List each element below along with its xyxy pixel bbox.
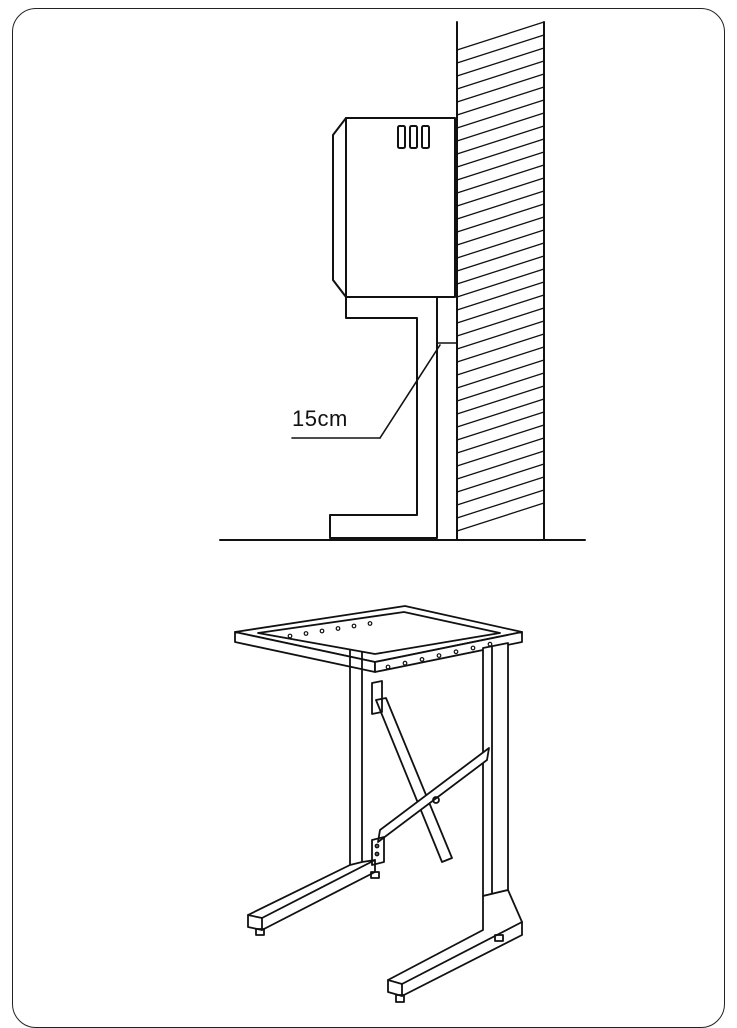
clearance-leader-line — [291, 342, 458, 439]
wall-hatch-line — [456, 476, 545, 506]
frame-hole — [402, 660, 408, 666]
frame-hole — [470, 645, 476, 651]
frame-hole — [319, 628, 325, 634]
wall-hatch-line — [456, 138, 545, 168]
wall-hatch-line — [456, 151, 545, 181]
frame-hole — [419, 657, 425, 662]
wall-hatch-line — [456, 333, 545, 363]
wall-hatch-line — [456, 398, 545, 428]
frame-hole — [436, 653, 442, 658]
wall-hatch-line — [456, 411, 545, 441]
wall-hatch-line — [456, 424, 545, 454]
wall-hatch-line — [456, 307, 545, 337]
wall-hatch-line — [456, 385, 545, 415]
wall-hatch-line — [456, 320, 545, 350]
frame-hole — [351, 623, 357, 629]
frame-hole — [367, 621, 373, 626]
frame-hole — [385, 664, 391, 670]
wall-hatch-line — [456, 112, 545, 142]
wall-hatch-line — [456, 502, 545, 532]
wall-hatch-line — [456, 99, 545, 129]
wall-hatch-line — [456, 359, 545, 389]
wall-hatch-line — [456, 190, 545, 220]
wall-hatch-line — [456, 73, 545, 103]
wall-hatch-line — [456, 47, 545, 77]
wall-hatch-line — [456, 242, 545, 272]
frame-hole — [287, 633, 293, 639]
wall-hatch-line — [456, 177, 545, 207]
wall-hatch-line — [456, 125, 545, 155]
wall-hatch-line — [456, 372, 545, 402]
frame-hole — [303, 631, 309, 636]
wall-hatch-line — [456, 203, 545, 233]
wall-hatch-line — [456, 34, 545, 64]
wall-hatch-line — [456, 294, 545, 324]
clearance-dimension-label: 15cm — [292, 406, 348, 431]
wall-hatch-line — [456, 489, 545, 519]
frame-hole — [335, 626, 341, 631]
frame-hole — [453, 649, 459, 655]
wall-hatch-line — [456, 450, 545, 480]
stand-side-view — [329, 296, 438, 539]
wall-hatch-line — [456, 255, 545, 285]
wall-hatch-line — [456, 164, 545, 194]
wall-hatch-line — [456, 86, 545, 116]
wall-hatch-line — [456, 21, 545, 51]
stand-frame-perspective — [234, 605, 523, 1003]
wall-hatch-line — [456, 463, 545, 493]
wall-hatch-line — [456, 268, 545, 298]
wall-hatch-line — [456, 229, 545, 259]
dryer-unit — [332, 117, 456, 298]
wall-hatch-line — [456, 346, 545, 376]
wall — [456, 21, 545, 541]
wall-hatch-line — [456, 216, 545, 246]
wall-hatch-line — [456, 437, 545, 467]
wall-hatch-line — [456, 281, 545, 311]
wall-hatch-line — [456, 60, 545, 90]
